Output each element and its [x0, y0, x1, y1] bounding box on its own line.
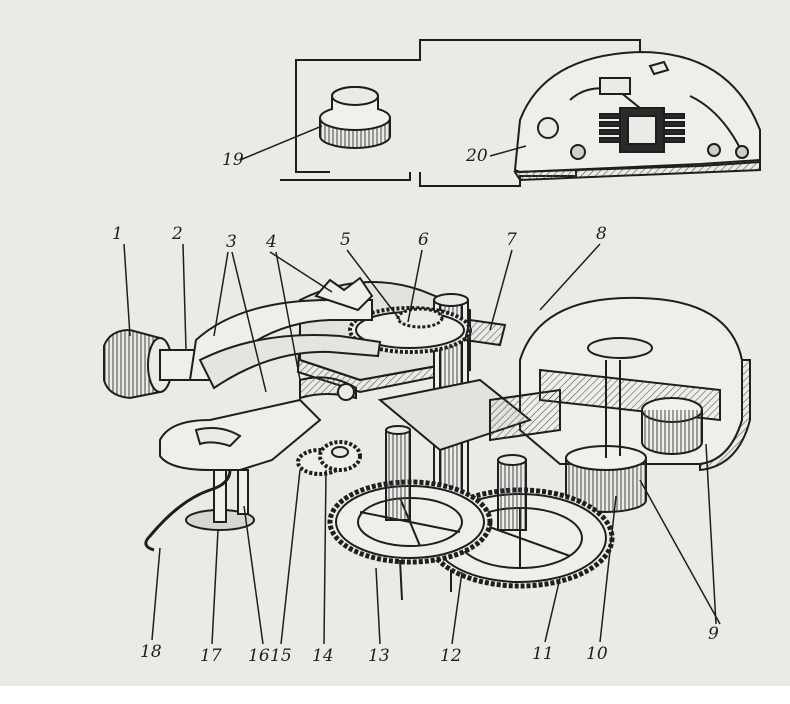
callout-7: 7 [506, 230, 517, 250]
callout-10: 10 [586, 644, 608, 664]
callout-9: 9 [708, 624, 719, 644]
circuit-board [513, 50, 761, 182]
leader-lines [123, 125, 721, 645]
callout-18: 18 [140, 642, 162, 662]
motor-unit [519, 296, 751, 472]
callout-17: 17 [200, 646, 222, 666]
lever-16-spring-18 [144, 398, 322, 552]
callout-15: 15 [270, 646, 292, 666]
callout-11: 11 [532, 644, 554, 664]
gear-10 [565, 360, 647, 513]
lever-assembly [188, 276, 382, 401]
callout-5: 5 [340, 230, 351, 250]
callout-14: 14 [312, 646, 334, 666]
callout-19: 19 [222, 150, 244, 170]
gear-13 [327, 425, 493, 601]
callout-20: 20 [466, 146, 488, 166]
callout-3: 3 [226, 232, 237, 252]
callout-13: 13 [368, 646, 390, 666]
callout-1: 1 [112, 224, 123, 244]
pinions-14-15 [296, 440, 362, 476]
battery-cell [319, 86, 391, 149]
callout-4: 4 [266, 232, 277, 252]
callout-8: 8 [596, 224, 607, 244]
callout-16: 16 [248, 646, 270, 666]
callout-12: 12 [440, 646, 462, 666]
callout-2: 2 [172, 224, 183, 244]
callout-6: 6 [418, 230, 429, 250]
